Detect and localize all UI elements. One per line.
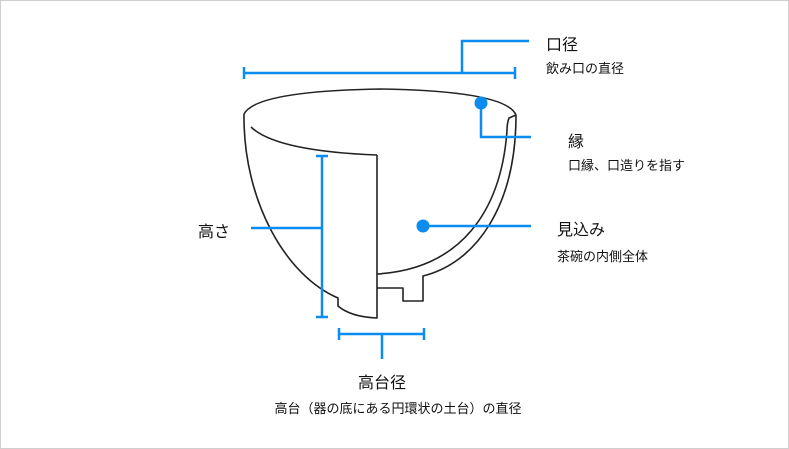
bowl-left-wall: [243, 113, 378, 319]
foot-diameter-title: 高台径: [357, 373, 407, 392]
mouth-diameter-desc: 飲み口の直径: [546, 62, 625, 77]
interior-title: 見込み: [557, 220, 606, 239]
bowl-rim-outer: [243, 88, 517, 116]
bowl-outline: [243, 88, 517, 319]
interior-desc: 茶碗の内側全体: [557, 250, 649, 265]
mouth-diameter-bar: [242, 39, 529, 79]
bowl-inner-wall: [376, 114, 517, 275]
rim-marker-dot: [474, 96, 488, 110]
bowl-outer-right-wall: [377, 114, 517, 302]
height-bar: [251, 154, 328, 319]
rim-leader: [479, 103, 531, 139]
foot-diameter-desc: 高台（器の底にある円環状の土台）の直径: [274, 402, 522, 417]
mouth-diameter-title: 口径: [546, 35, 579, 54]
interior-marker-dot: [416, 219, 430, 233]
rim-desc: 口縁、口造りを指す: [568, 159, 686, 174]
bowl-rim-inner: [250, 126, 378, 156]
annotation-lines: [242, 39, 531, 359]
height-title: 高さ: [198, 222, 231, 241]
rim-title: 縁: [568, 132, 585, 151]
foot-diameter-bar: [337, 328, 426, 359]
